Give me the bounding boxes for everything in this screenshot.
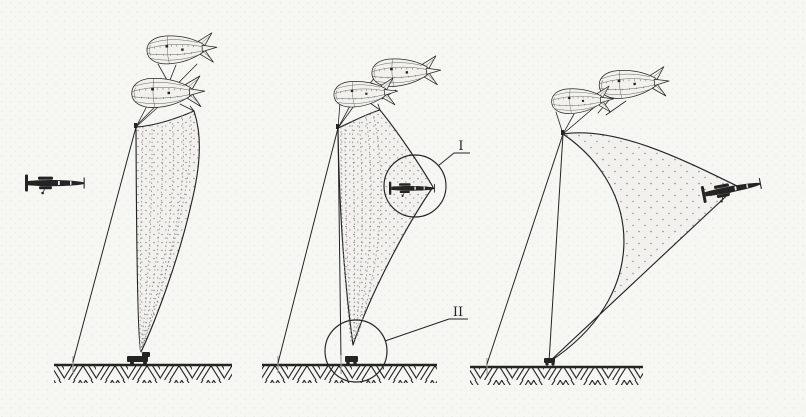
panel-3-capture xyxy=(470,65,764,385)
winch-cable xyxy=(548,133,564,363)
callout-label-1: I xyxy=(458,139,463,154)
net-mesh-lines xyxy=(340,111,382,343)
callout-label-2: II xyxy=(453,305,463,320)
net-swung-sail xyxy=(548,132,738,363)
net xyxy=(548,132,738,363)
panel-2-impact: I II xyxy=(262,55,470,383)
ground xyxy=(262,363,437,383)
winch-truck xyxy=(127,352,150,365)
winch-truck xyxy=(544,358,555,366)
cable-knot xyxy=(134,123,137,128)
detail-circle-1 xyxy=(383,154,447,218)
winch-truck xyxy=(345,356,358,365)
mooring-cable xyxy=(72,126,137,363)
cable-knot xyxy=(561,130,564,135)
ground xyxy=(470,365,643,385)
cable-knot xyxy=(336,124,339,129)
ground-hatch xyxy=(54,366,232,383)
ground-hatch xyxy=(262,366,437,383)
mooring-cable xyxy=(486,133,564,365)
detail-circle-2 xyxy=(324,319,388,383)
leader-line-2 xyxy=(384,318,468,342)
ground-hatch xyxy=(470,368,643,385)
mooring-cable xyxy=(277,127,339,364)
detail-callout-2: II xyxy=(324,305,468,383)
detail-callout-1: I xyxy=(383,139,470,218)
leader-line-1 xyxy=(437,152,470,167)
panel-1-approach xyxy=(24,32,232,383)
balloon-rigging xyxy=(555,98,627,135)
ground xyxy=(54,363,232,383)
